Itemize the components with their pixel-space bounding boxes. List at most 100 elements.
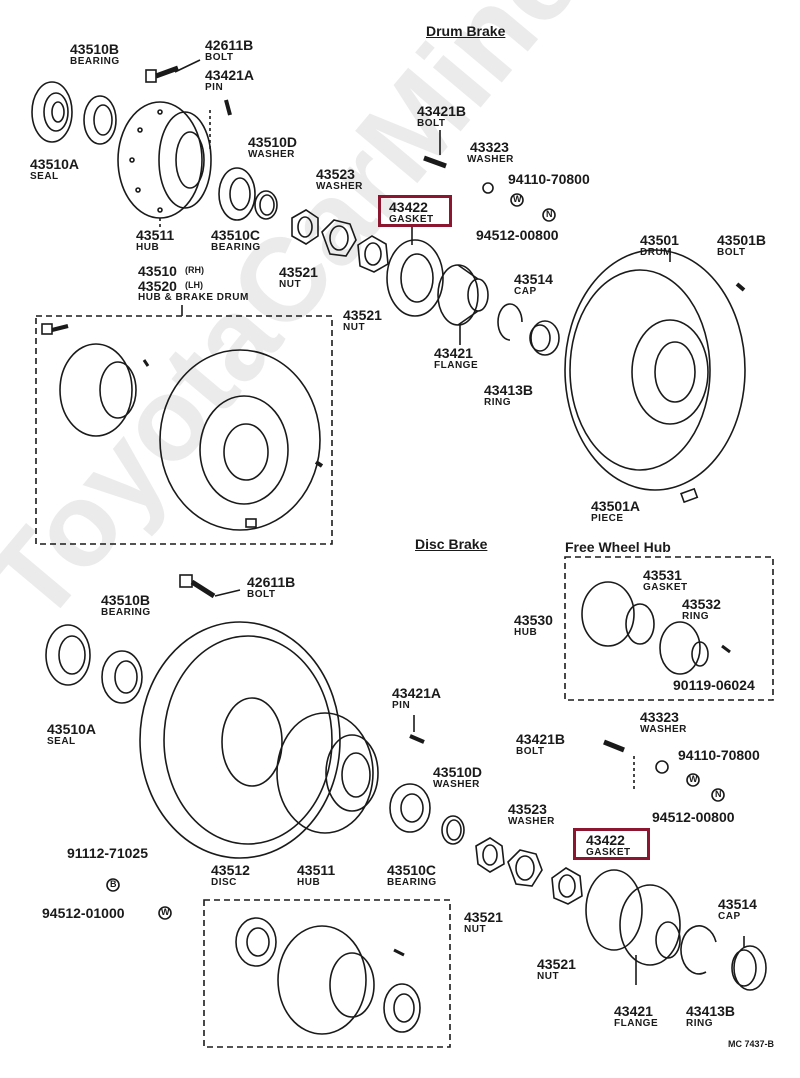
part-number: 43510A <box>30 156 80 172</box>
part-name: WASHER <box>316 181 363 192</box>
symbol-w: W <box>161 907 170 917</box>
part-name: GASKET <box>643 582 688 593</box>
disc-nut-a-drawing <box>475 837 505 873</box>
flange-drawing <box>437 264 489 345</box>
part-number: 43512 <box>211 862 250 878</box>
part-name: BOLT <box>417 118 446 129</box>
highlight-gasket-disc <box>573 828 650 860</box>
part-number: 43413B <box>686 1003 736 1019</box>
part-number: 42611B <box>247 574 296 590</box>
part-number: 43521 <box>464 909 503 925</box>
symbol-b: B <box>110 879 117 889</box>
part-name: WASHER <box>433 779 480 790</box>
part-name: PIN <box>392 700 411 711</box>
disc-hub-assembly-drawing <box>235 917 421 1035</box>
part-name: BEARING <box>70 56 120 67</box>
disc-lockwasher-drawing <box>507 849 543 887</box>
part-name: RING <box>484 397 511 408</box>
part-name: FLANGE <box>434 360 479 371</box>
part-number: 43421B <box>516 731 566 747</box>
part-name: WASHER <box>467 154 514 165</box>
part-number: 43510A <box>47 721 97 737</box>
part-number: 43521 <box>537 956 576 972</box>
part-name: WASHER <box>248 149 295 160</box>
part-number: 43531 <box>643 567 682 583</box>
part-name: SEAL <box>47 736 76 747</box>
lockwasher-drawing <box>321 219 357 257</box>
bolt-drawing <box>145 59 201 83</box>
assembly-name: HUB & BRAKE DRUM <box>138 292 249 303</box>
part-number: 91112-71025 <box>67 845 148 861</box>
part-number: 42611B <box>205 37 254 53</box>
hub-drawing <box>117 101 212 230</box>
disc-snap-ring-drawing <box>680 925 717 975</box>
disc-bolt-b-drawing <box>603 739 635 790</box>
part-name: NUT <box>279 279 302 290</box>
part-number: 43514 <box>718 896 757 912</box>
drum-drawing <box>564 249 746 491</box>
bolt-drum-drawing <box>735 282 746 292</box>
part-name: BEARING <box>101 607 151 618</box>
part-name: PIN <box>205 82 224 93</box>
part-number: 43510D <box>248 134 298 150</box>
part-name: NUT <box>343 322 366 333</box>
part-number: 43510D <box>433 764 483 780</box>
nut-a-drawing <box>291 209 319 245</box>
part-number: 43501B <box>717 232 767 248</box>
bearing-c-drawing <box>218 167 256 221</box>
part-number: 43514 <box>514 271 553 287</box>
drum-brake-heading: Drum Brake <box>426 23 506 39</box>
part-number: 43530 <box>514 612 553 628</box>
part-name: WASHER <box>508 816 555 827</box>
piece-drawing <box>680 487 699 504</box>
side-tag: (LH) <box>185 280 203 290</box>
part-number: 43532 <box>682 596 721 612</box>
part-name: SEAL <box>30 171 59 182</box>
disc-bearing-c-drawing <box>389 783 431 833</box>
part-number: 43421 <box>614 1003 653 1019</box>
part-name: GASKET <box>586 847 631 858</box>
part-name: HUB <box>297 877 321 888</box>
part-name: CAP <box>514 286 537 297</box>
part-number: 43421A <box>392 685 442 701</box>
gasket-part-number: 43422 <box>389 199 428 215</box>
pin-drawing <box>209 99 232 150</box>
part-number: 43501A <box>591 498 641 514</box>
cap-drawing <box>529 320 560 356</box>
part-number: 90119-06024 <box>673 677 755 693</box>
disc-seal-drawing <box>45 624 91 686</box>
part-number: 94110-70800 <box>508 171 590 187</box>
part-name: BEARING <box>211 242 261 253</box>
part-number: 43523 <box>508 801 547 817</box>
part-number: 94512-01000 <box>42 905 125 921</box>
disc-brake-heading: Disc Brake <box>415 536 488 552</box>
gasket-part-number: 43422 <box>586 832 625 848</box>
snap-ring-drawing <box>497 303 523 341</box>
part-name: NUT <box>464 924 487 935</box>
part-name: GASKET <box>389 214 434 225</box>
part-name: HUB <box>514 627 538 638</box>
part-name: NUT <box>537 971 560 982</box>
washer-small-drawing <box>482 182 494 194</box>
part-number: 43413B <box>484 382 534 398</box>
disc-bearing-drawing <box>101 650 143 704</box>
part-number: 43520 <box>138 278 177 294</box>
part-name: FLANGE <box>614 1018 659 1029</box>
reference-code: MC 7437-B <box>728 1039 775 1049</box>
bolt-b-drawing <box>423 130 447 169</box>
disc-washer-d-drawing <box>441 815 465 845</box>
part-name: DRUM <box>640 247 672 258</box>
side-tag: (RH) <box>185 265 204 275</box>
part-number: 94512-00800 <box>652 809 735 825</box>
part-number: 43510 <box>138 263 177 279</box>
part-name: WASHER <box>640 724 687 735</box>
nut-b-drawing <box>357 235 389 273</box>
part-name: BOLT <box>516 746 545 757</box>
part-name: BOLT <box>205 52 234 63</box>
part-number: 43421A <box>205 67 255 83</box>
part-number: 43510C <box>211 227 261 243</box>
part-name: BEARING <box>387 877 437 888</box>
symbol-circle <box>510 193 524 207</box>
